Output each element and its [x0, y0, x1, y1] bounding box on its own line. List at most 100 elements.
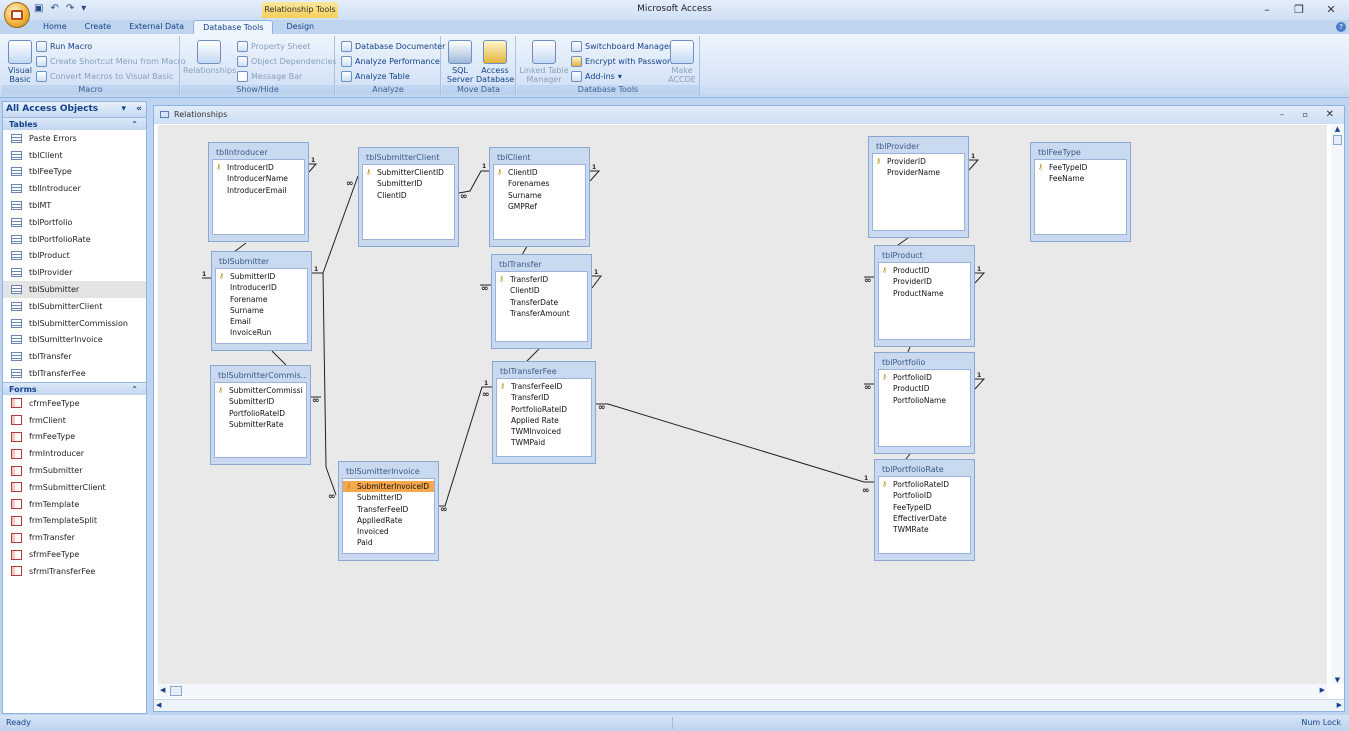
- field-row[interactable]: Surname: [494, 190, 585, 201]
- nav-table-item[interactable]: tblFeeType: [3, 164, 146, 181]
- nav-form-item[interactable]: frmTemplateSplit: [3, 513, 146, 530]
- field-row[interactable]: SubmitterID: [343, 492, 434, 503]
- nav-table-item[interactable]: tblTransfer: [3, 348, 146, 365]
- nav-section-forms[interactable]: Forms⌃: [3, 381, 146, 395]
- tab-create[interactable]: Create: [84, 22, 112, 31]
- table-box-title[interactable]: tblSubmitter: [219, 257, 270, 266]
- field-row[interactable]: SubmitterID: [363, 178, 454, 189]
- make-accde-button[interactable]: Make ACCDE: [667, 40, 697, 84]
- field-row[interactable]: PortfolioName: [879, 395, 970, 406]
- field-row[interactable]: SubmitterID: [215, 396, 306, 407]
- nav-table-item[interactable]: tblTransferFee: [3, 365, 146, 382]
- rel-introducer-submitter-link[interactable]: [233, 242, 247, 253]
- create-shortcut-button[interactable]: Create Shortcut Menu from Macro: [36, 56, 186, 67]
- nav-table-item[interactable]: tblPortfolioRate: [3, 231, 146, 248]
- field-row[interactable]: ⚷ProductID: [879, 265, 970, 276]
- doc-minimize-icon[interactable]: –: [1280, 110, 1284, 119]
- table-box-title[interactable]: tblSubmitterCommis...: [218, 371, 307, 380]
- table-box-title[interactable]: tblSubmitterClient: [366, 153, 440, 162]
- field-row[interactable]: ⚷TransferID: [496, 274, 587, 285]
- field-row[interactable]: ⚷SubmitterCommissi: [215, 385, 306, 396]
- field-row[interactable]: PortfolioID: [879, 490, 970, 501]
- nav-table-item[interactable]: tblSubmitter: [3, 281, 146, 298]
- nav-form-item[interactable]: frmClient: [3, 412, 146, 429]
- field-row[interactable]: ClientID: [363, 190, 454, 201]
- field-row[interactable]: TransferID: [497, 392, 591, 403]
- visual-basic-button[interactable]: Visual Basic: [6, 40, 34, 84]
- nav-header[interactable]: All Access Objects▾«: [3, 102, 146, 117]
- linked-table-manager-button[interactable]: Linked Table Manager: [519, 40, 569, 84]
- field-row[interactable]: Paid: [343, 537, 434, 548]
- add-ins-button[interactable]: Add-ins▾: [571, 71, 622, 82]
- analyze-table-button[interactable]: Analyze Table: [341, 71, 410, 82]
- database-documenter-button[interactable]: Database Documenter: [341, 41, 445, 52]
- field-row[interactable]: IntroducerID: [216, 282, 307, 293]
- field-row[interactable]: PortfolioRateID: [215, 408, 306, 419]
- table-box-title[interactable]: tblFeeType: [1038, 148, 1081, 157]
- help-icon[interactable]: ?: [1336, 22, 1346, 32]
- field-row[interactable]: ProviderID: [879, 276, 970, 287]
- field-row[interactable]: IntroducerEmail: [213, 185, 304, 196]
- chevron-down-icon[interactable]: ▾: [121, 104, 126, 114]
- rel-provider-end[interactable]: [968, 159, 980, 171]
- rel-submitter-invoice[interactable]: [312, 272, 337, 496]
- field-row[interactable]: SubmitterRate: [215, 419, 306, 430]
- field-row[interactable]: AppliedRate: [343, 515, 434, 526]
- field-row[interactable]: GMPRef: [494, 201, 585, 212]
- field-row[interactable]: FeeTypeID: [879, 502, 970, 513]
- nav-table-item[interactable]: tblProvider: [3, 264, 146, 281]
- field-row[interactable]: Forenames: [494, 178, 585, 189]
- rel-transfer-end[interactable]: [591, 275, 602, 289]
- sql-server-button[interactable]: SQL Server: [444, 40, 476, 84]
- horizontal-scrollbar[interactable]: ◀ ▶: [158, 684, 1327, 698]
- minimize-icon[interactable]: –: [1264, 3, 1270, 16]
- scroll-down-icon[interactable]: ▼: [1334, 676, 1341, 684]
- nav-table-item[interactable]: tblMT: [3, 197, 146, 214]
- hscroll-thumb[interactable]: [170, 686, 182, 696]
- field-row[interactable]: ⚷IntroducerID: [213, 162, 304, 173]
- save-icon[interactable]: ▣: [34, 3, 44, 14]
- field-row[interactable]: PortfolioRateID: [497, 404, 591, 415]
- field-row[interactable]: ⚷ProviderID: [873, 156, 964, 167]
- table-box-title[interactable]: tblTransferFee: [500, 367, 557, 376]
- field-row[interactable]: TransferFeeID: [343, 504, 434, 515]
- field-row[interactable]: ⚷ClientID: [494, 167, 585, 178]
- nav-section-tables[interactable]: Tables⌃: [3, 117, 146, 130]
- vscroll-thumb[interactable]: [1333, 135, 1342, 145]
- tab-design[interactable]: Design: [286, 22, 315, 31]
- rel-invoice-transferfee[interactable]: [439, 386, 492, 507]
- table-box-title[interactable]: tblClient: [497, 153, 531, 162]
- field-row[interactable]: ⚷SubmitterClientID: [363, 167, 454, 178]
- rel-submitter-commission[interactable]: [271, 350, 287, 366]
- field-row[interactable]: TransferDate: [496, 297, 587, 308]
- field-row[interactable]: ClientID: [496, 285, 587, 296]
- rel-introducer-submitter[interactable]: [308, 163, 318, 173]
- scroll-up-icon[interactable]: ▲: [1334, 125, 1341, 133]
- rel-client-end[interactable]: [589, 170, 601, 182]
- field-row[interactable]: Forename: [216, 294, 307, 305]
- scroll-left-icon[interactable]: ◀: [160, 686, 166, 694]
- scroll-right-icon[interactable]: ▶: [1319, 686, 1325, 694]
- nav-table-item[interactable]: tblSubmitterClient: [3, 298, 146, 315]
- rel-transferfee-portfoliorate[interactable]: [596, 403, 874, 483]
- nav-form-item[interactable]: frmFeeType: [3, 429, 146, 446]
- access-database-button[interactable]: Access Database: [476, 40, 514, 84]
- table-box-title[interactable]: tblSumitterInvoice: [346, 467, 420, 476]
- field-row[interactable]: Applied Rate: [497, 415, 591, 426]
- document-tab[interactable]: Relationships – ▫ ✕: [154, 106, 1344, 124]
- field-row[interactable]: ⚷SubmitterID: [216, 271, 307, 282]
- field-row[interactable]: TWMInvoiced: [497, 426, 591, 437]
- table-box-title[interactable]: tblPortfolioRate: [882, 465, 944, 474]
- analyze-performance-button[interactable]: Analyze Performance: [341, 56, 440, 67]
- field-row[interactable]: Surname: [216, 305, 307, 316]
- doc-scroll-right-icon[interactable]: ▶: [1336, 701, 1342, 709]
- undo-icon[interactable]: ↶: [50, 3, 59, 14]
